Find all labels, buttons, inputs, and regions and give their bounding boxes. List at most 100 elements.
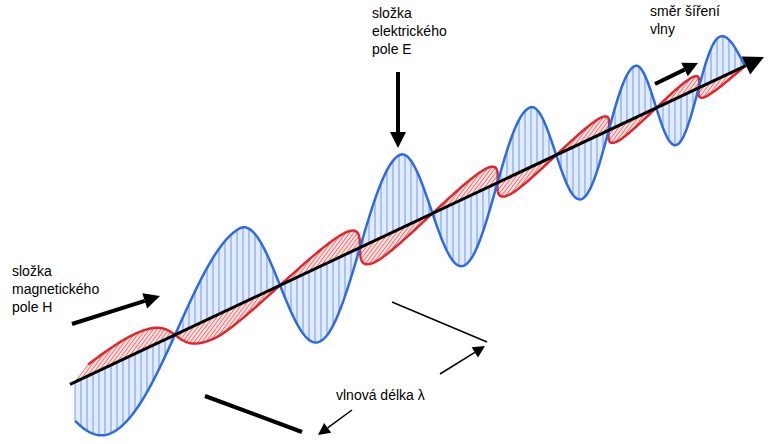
electric-wave-hatch	[153, 345, 154, 381]
dimension-label: vlnová délka λ	[336, 386, 446, 404]
electric-wave-hatch	[423, 186, 424, 218]
electric-wave-hatch	[459, 201, 460, 266]
propagation-axis	[70, 56, 764, 384]
electric-pointer	[390, 72, 406, 148]
electric-wave-hatch	[339, 257, 340, 312]
electric-wave-hatch	[585, 141, 586, 196]
electric-wave-hatch	[681, 96, 682, 141]
electric-wave-hatch	[321, 266, 322, 341]
electric-wave-hatch	[411, 161, 412, 224]
electric-wave-hatch	[723, 36, 724, 76]
electric-wave-hatch	[213, 258, 214, 317]
direction-arrow-head	[681, 63, 698, 76]
electric-wave-hatch	[567, 150, 568, 184]
electric-wave	[75, 36, 745, 435]
direction-label: směr šíření vlny	[650, 2, 730, 38]
electric-wave-hatch	[297, 277, 298, 324]
electric-wave-hatch	[309, 272, 310, 340]
electric-wave-hatch	[159, 342, 160, 369]
electric-wave-hatch	[207, 268, 208, 320]
electric-wave-curve	[75, 36, 745, 435]
electric-wave-hatch	[531, 107, 532, 167]
propagation-axis-head	[742, 56, 764, 74]
field-label: složka magnetického pole H	[12, 262, 112, 317]
electric-wave-hatch	[387, 170, 388, 235]
electric-wave-hatch	[129, 357, 130, 419]
electric-wave-hatch	[597, 136, 598, 171]
electric-wave-hatch	[267, 254, 268, 291]
electric-wave-hatch	[519, 120, 520, 173]
dimension-arrow-shaft	[328, 410, 352, 428]
electric-wave-hatch	[687, 93, 688, 128]
electric-wave-hatch	[249, 229, 250, 300]
electric-wave-hatch	[123, 359, 124, 425]
electric-wave-hatch	[735, 48, 736, 71]
electric-wave-hatch	[483, 190, 484, 232]
dimension-line	[205, 396, 302, 432]
electric-wave-hatch	[117, 362, 118, 430]
electric-wave-hatch	[573, 147, 574, 195]
electric-wave-hatch	[147, 348, 148, 392]
electric-wave-hatch	[675, 99, 676, 145]
electric-wave-hatch	[525, 111, 526, 170]
electric-wave-hatch	[465, 198, 466, 265]
electric-wave-hatch	[105, 368, 106, 435]
electric-wave-hatch	[543, 119, 544, 161]
electric-wave-hatch	[375, 199, 376, 240]
electric-wave-hatch	[399, 155, 400, 229]
direction-arrow-shaft	[655, 70, 685, 84]
dimension-arrow	[318, 410, 352, 435]
dimension-arrow-head	[318, 423, 331, 435]
electric-wave-hatch	[327, 263, 328, 335]
electric-wave-hatch	[453, 204, 454, 261]
dimension-line	[392, 302, 487, 342]
electric-wave-hatch	[75, 382, 76, 421]
electric-wave-hatch	[291, 280, 292, 312]
electric-wave-hatch	[669, 102, 670, 141]
dimension-arrow-head	[472, 346, 485, 357]
dimension-arrow-shaft	[440, 352, 475, 374]
electric-wave-fill	[75, 36, 745, 435]
direction-arrow	[655, 63, 698, 84]
electric-wave-hatch	[447, 207, 448, 251]
electric-wave-hatch	[621, 89, 622, 125]
electric-wave-hatch	[477, 192, 478, 247]
electric-wave-hatch	[111, 365, 112, 433]
electric-wave-hatch	[471, 195, 472, 259]
electric-wave-hatch	[579, 144, 580, 199]
electric-wave-hatch	[195, 291, 196, 325]
electric-wave-hatch	[627, 75, 628, 122]
electric-wave-hatch	[231, 235, 232, 309]
electric-wave-hatch	[219, 249, 220, 314]
electric-wave-hatch	[201, 279, 202, 322]
dimension-arrow	[440, 346, 485, 374]
electric-wave-hatch	[87, 376, 88, 430]
electric-wave-hatch	[237, 230, 238, 306]
magnetic-pointer	[72, 293, 160, 324]
magnetic-pointer-shaft	[72, 301, 145, 324]
electric-wave-hatch	[513, 133, 514, 175]
electric-wave-hatch	[393, 161, 394, 232]
field-label: složka elektrického pole E	[372, 4, 464, 59]
electric-wave-hatch	[99, 371, 100, 436]
electric-wave-hatch	[303, 274, 304, 333]
electric-wave-hatch	[405, 155, 406, 226]
electric-wave-hatch	[243, 227, 244, 302]
electric-wave-hatch	[381, 183, 382, 238]
electric-wave-hatch	[639, 67, 640, 116]
electric-wave-hatch	[225, 241, 226, 311]
electric-wave-hatch	[333, 260, 334, 325]
electric-wave-hatch	[711, 49, 712, 82]
electric-wave-hatch	[345, 255, 346, 296]
electric-wave-hatch	[261, 243, 262, 294]
electric-wave-hatch	[717, 39, 718, 80]
electric-wave-hatch	[255, 234, 256, 297]
electric-wave-hatch	[417, 172, 418, 221]
electric-pointer-head	[390, 132, 406, 148]
magnetic-pointer-head	[142, 293, 160, 308]
electric-wave-hatch	[135, 354, 136, 411]
electric-wave-hatch	[591, 139, 592, 187]
